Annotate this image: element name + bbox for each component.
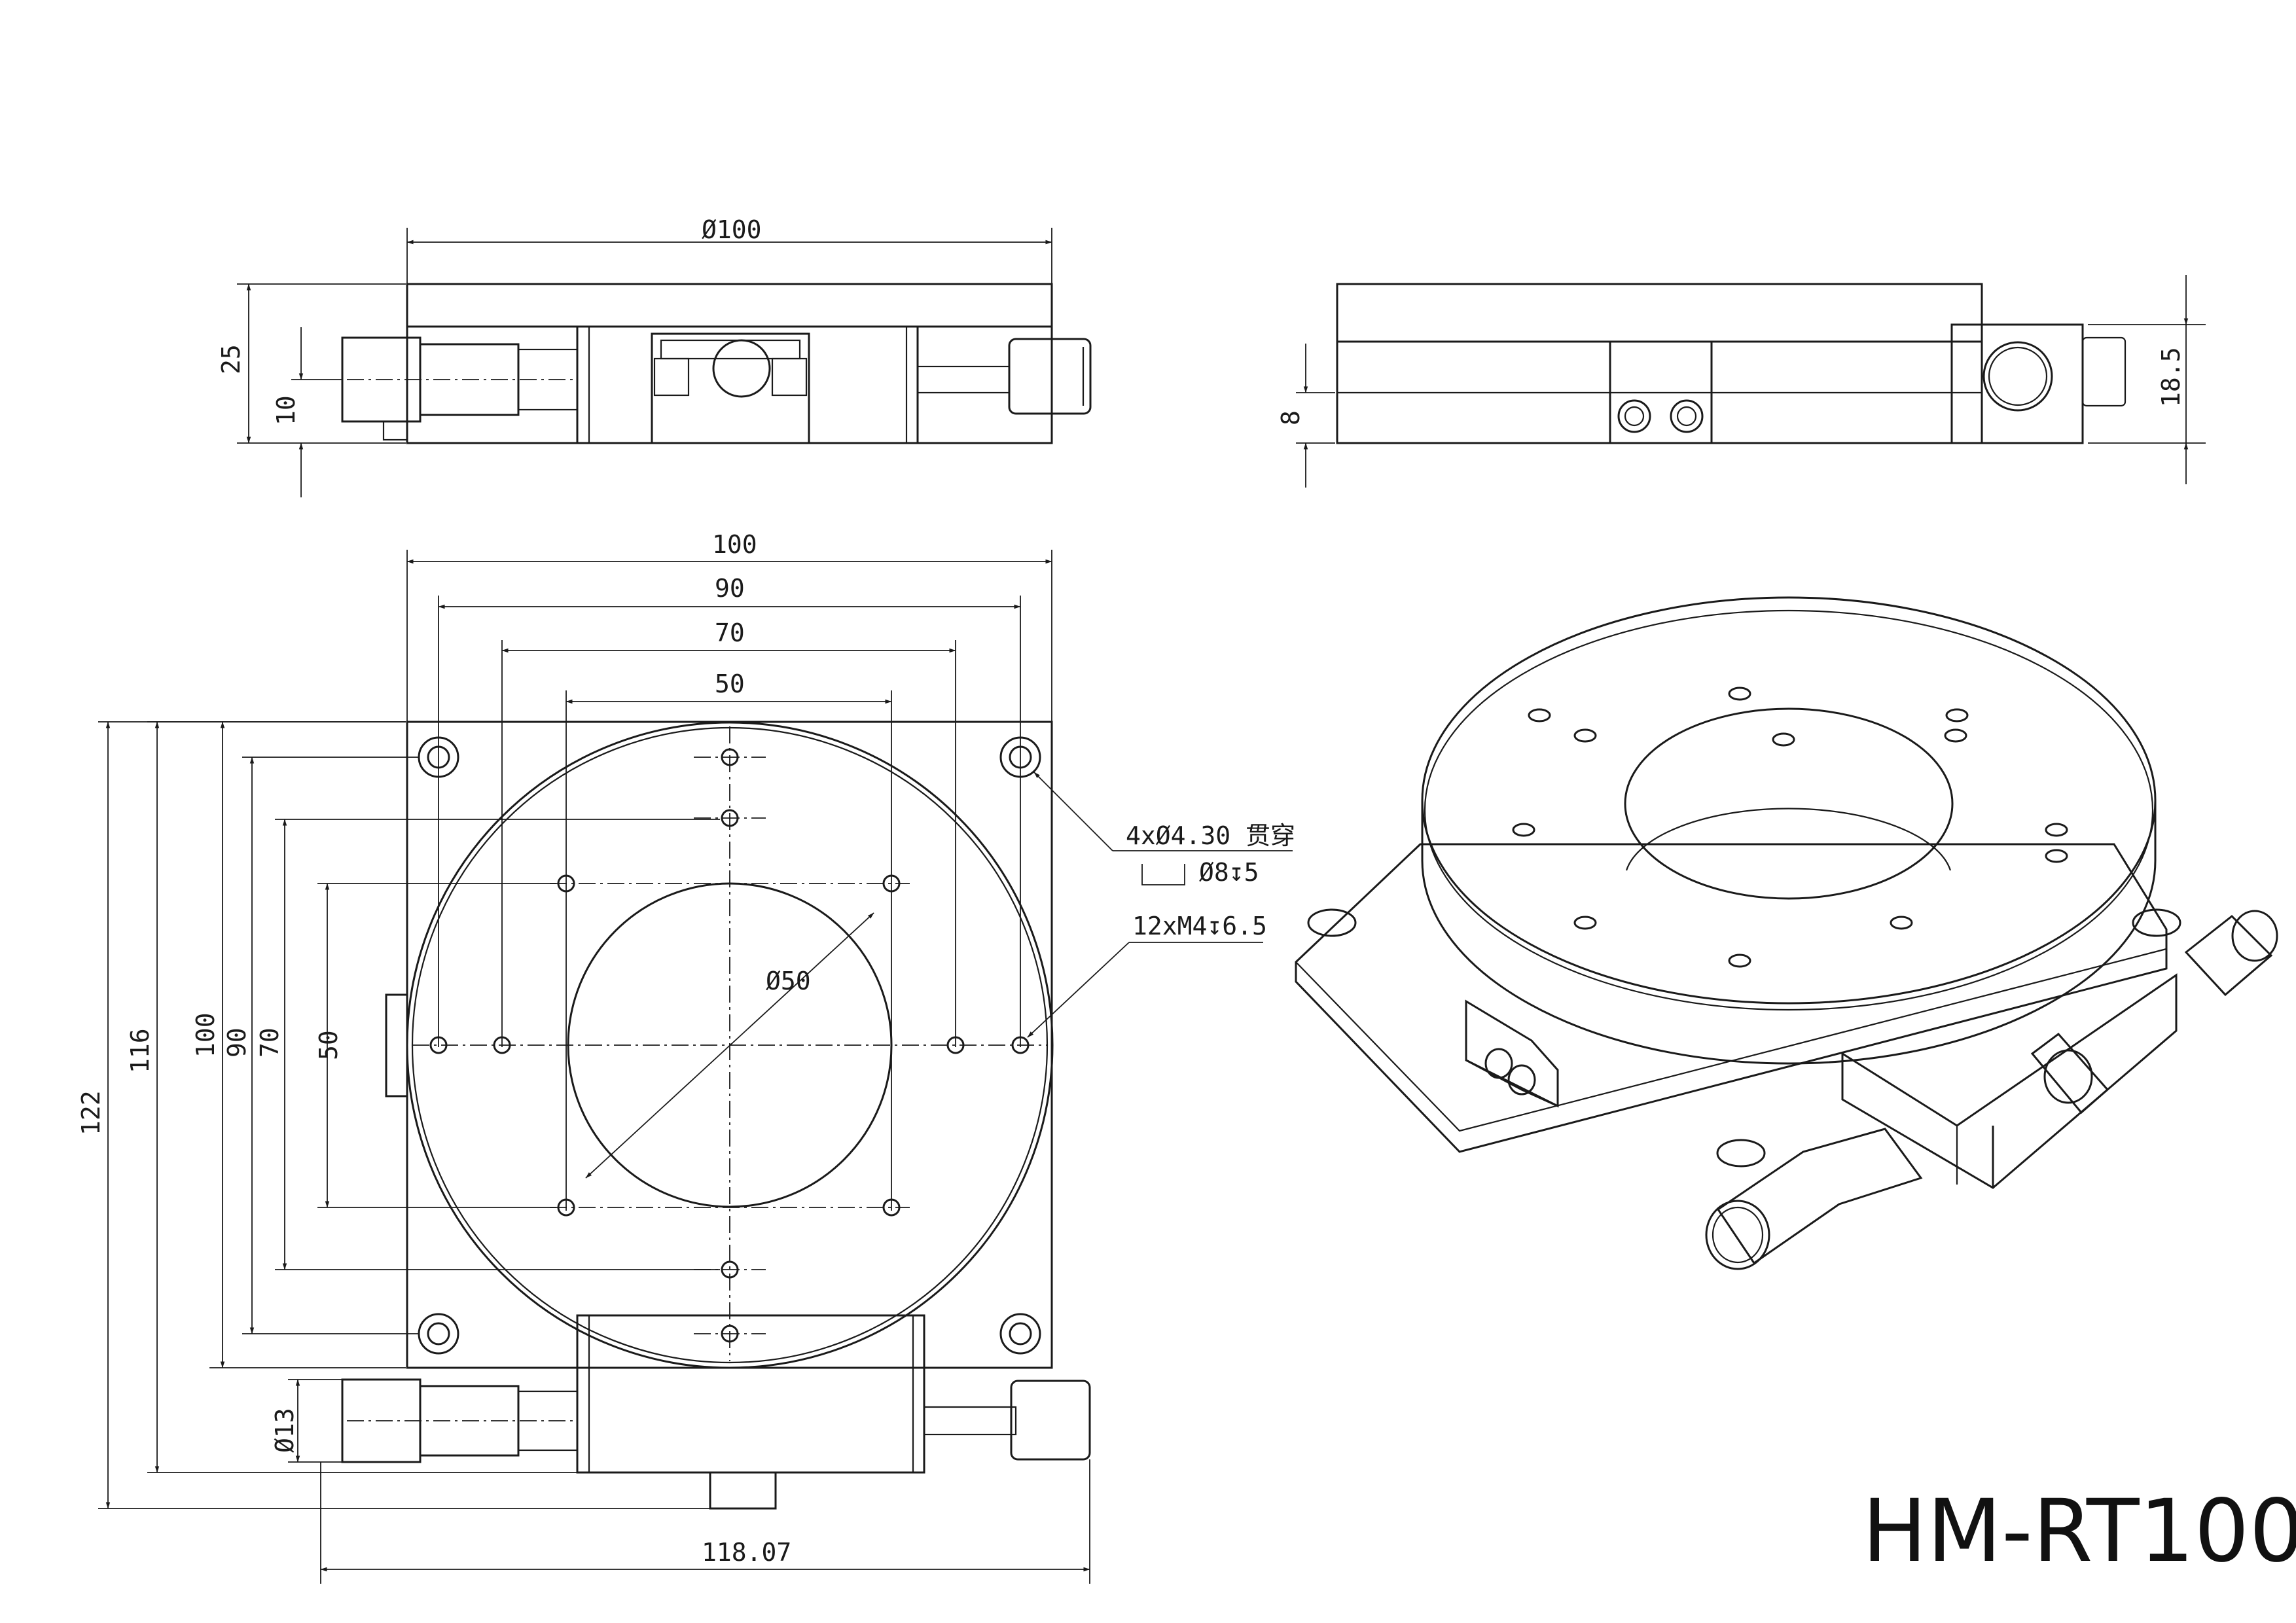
plan-height-90-label: 90 bbox=[223, 1027, 251, 1058]
side-height-total-label: 18.5 bbox=[2157, 347, 2185, 407]
mount-hole-callout: 4xØ4.30 贯穿 bbox=[1126, 821, 1295, 850]
isometric-view bbox=[1295, 596, 2278, 1270]
plan-height-122-label: 122 bbox=[77, 1090, 105, 1135]
plan-width-90-label: 90 bbox=[715, 574, 745, 603]
plan-view: 100 90 70 50 Ø50 bbox=[77, 530, 1295, 1584]
counterbore-callout: Ø8↧5 bbox=[1199, 858, 1259, 887]
plan-width-70-label: 70 bbox=[715, 618, 745, 647]
plan-width-50-label: 50 bbox=[715, 669, 745, 698]
model-number: HM-RT100 bbox=[1862, 1481, 2296, 1582]
side-height-base-label: 8 bbox=[1276, 410, 1305, 425]
top-height-total-label: 25 bbox=[217, 344, 245, 374]
front-elevation-view: Ø100 25 10 bbox=[217, 215, 1092, 497]
iso-thread-holes bbox=[1512, 687, 2068, 968]
plan-height-100-label: 100 bbox=[191, 1012, 220, 1058]
bore-diameter-label: Ø50 bbox=[766, 967, 811, 995]
micrometer-diameter-label: Ø13 bbox=[270, 1408, 299, 1453]
thread-hole-callout: 12xM4↧6.5 bbox=[1132, 912, 1267, 940]
plan-height-116-label: 116 bbox=[126, 1028, 154, 1073]
top-diameter-label: Ø100 bbox=[702, 215, 762, 244]
plan-width-100-label: 100 bbox=[712, 530, 757, 559]
overall-width-label: 118.07 bbox=[702, 1538, 791, 1567]
plan-height-70-label: 70 bbox=[255, 1027, 284, 1058]
top-height-body-label: 10 bbox=[272, 395, 300, 425]
side-elevation-view: 18.5 8 bbox=[1276, 275, 2206, 488]
plan-height-50-label: 50 bbox=[314, 1030, 343, 1060]
